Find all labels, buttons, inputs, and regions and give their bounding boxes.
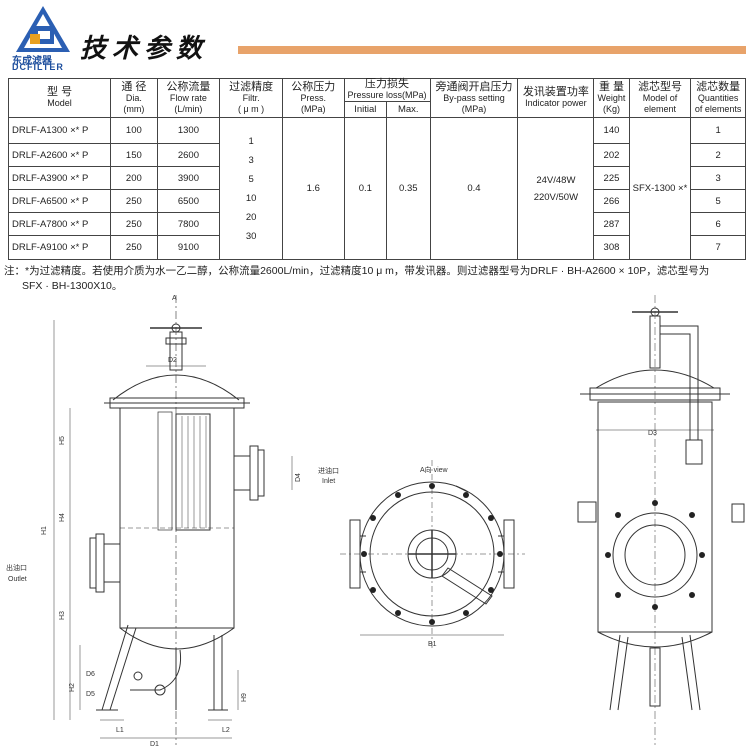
cell-dia: 100 [110, 117, 158, 144]
cell-qty: 7 [690, 235, 746, 260]
cell-press: 1.6 [281, 117, 345, 260]
cell-dia: 250 [110, 235, 158, 260]
header: 东成滤器 DCFILTER 技术参数 [0, 0, 750, 78]
label-l2: L2 [222, 727, 230, 734]
cell-flow: 7800 [156, 212, 221, 236]
cell-bypass: 0.4 [429, 117, 519, 260]
table-row: DRLF-A9100 ×* P 250 9100 308 7 [7, 235, 746, 260]
label-h5: H5 [59, 436, 66, 445]
title-underline-bar [238, 46, 746, 54]
dcfilter-logo [16, 6, 70, 52]
cell-model: DRLF-A1300 ×* P [7, 117, 112, 144]
table-row: DRLF-A6500 ×* P 250 6500 266 5 [7, 189, 746, 213]
cell-dia: 150 [110, 143, 158, 167]
page-title: 技术参数 [80, 34, 209, 64]
logo-cn-text: 东成滤器 [12, 56, 52, 67]
label-d3: D3 [648, 430, 657, 437]
cell-weight: 202 [593, 143, 630, 167]
label-h3: H3 [59, 611, 66, 620]
cell-model: DRLF-A9100 ×* P [7, 235, 112, 260]
cell-dia: 250 [110, 212, 158, 236]
note-line-1: 注：*为过滤精度。若使用介质为水一乙二醇，公称流量2600L/min，过滤精度1… [4, 265, 710, 277]
cell-flow: 1300 [156, 117, 221, 144]
label-d4: D4 [295, 473, 302, 482]
cell-qty: 6 [690, 212, 746, 236]
cell-qty: 5 [690, 189, 746, 213]
front-view [53, 295, 293, 745]
cell-model: DRLF-A7800 ×* P [7, 212, 112, 236]
top-view [340, 460, 525, 650]
cell-model: DRLF-A6500 ×* P [7, 189, 112, 213]
cell-model: DRLF-A3900 ×* P [7, 166, 112, 190]
label-h2: H2 [69, 683, 76, 692]
label-h1: H1 [41, 526, 48, 535]
side-view-bolts [605, 500, 705, 610]
label-h9: H9 [241, 693, 248, 702]
label-outlet-cn: 出油口 [6, 563, 27, 572]
note-text: 注：*为过滤精度。若使用介质为水一乙二醇，公称流量2600L/min，过滤精度1… [4, 264, 746, 294]
label-outlet-en: Outlet [8, 576, 27, 583]
cell-loss-initial: 0.1 [343, 117, 388, 260]
table-row: DRLF-A7800 ×* P 250 7800 287 6 [7, 212, 746, 236]
label-d1: D1 [150, 741, 159, 748]
cell-qty: 3 [690, 166, 746, 190]
cell-weight: 308 [593, 235, 630, 260]
label-a: A [172, 295, 177, 302]
cell-loss-max: 0.35 [386, 117, 431, 260]
cell-element-model: SFX-1300 ×* [628, 117, 692, 260]
label-h4: H4 [59, 513, 66, 522]
table-row: DRLF-A2600 ×* P 150 2600 202 2 [7, 143, 746, 167]
cell-flow: 6500 [156, 189, 221, 213]
cell-flow: 2600 [156, 143, 221, 167]
filter-technical-drawing: A D2 H5 H4 H1 H3 H2 D6 D5 D4 H9 L1 L2 D1… [6, 295, 745, 748]
cell-qty: 2 [690, 143, 746, 167]
cell-weight: 266 [593, 189, 630, 213]
label-inlet-en: Inlet [322, 478, 335, 485]
cell-weight: 225 [593, 166, 630, 190]
label-d5: D5 [86, 691, 95, 698]
label-d6: D6 [86, 671, 95, 678]
header-loss-initial: Initial [343, 101, 388, 118]
note-line-2: SFX · BH-1300X10。 [22, 280, 123, 292]
label-d2: D2 [168, 357, 177, 364]
cell-weight: 287 [593, 212, 630, 236]
cell-flow: 3900 [156, 166, 221, 190]
cell-flow: 9100 [156, 235, 221, 260]
cell-dia: 200 [110, 166, 158, 190]
drawing-labels: A D2 H5 H4 H1 H3 H2 D6 D5 D4 H9 L1 L2 D1… [6, 295, 657, 748]
logo-en-text: DCFILTER [12, 62, 64, 72]
cell-dia: 250 [110, 189, 158, 213]
top-view-bolts [361, 483, 503, 625]
label-b1: B1 [428, 641, 437, 648]
cell-model: DRLF-A2600 ×* P [7, 143, 112, 167]
cell-weight: 140 [593, 117, 630, 144]
label-inlet-cn: 进油口 [318, 466, 339, 475]
side-view [577, 295, 745, 745]
label-l1: L1 [116, 727, 124, 734]
cell-qty: 1 [690, 117, 746, 144]
header-loss-max: Max. [386, 101, 431, 118]
label-view: A向 view [420, 465, 449, 474]
